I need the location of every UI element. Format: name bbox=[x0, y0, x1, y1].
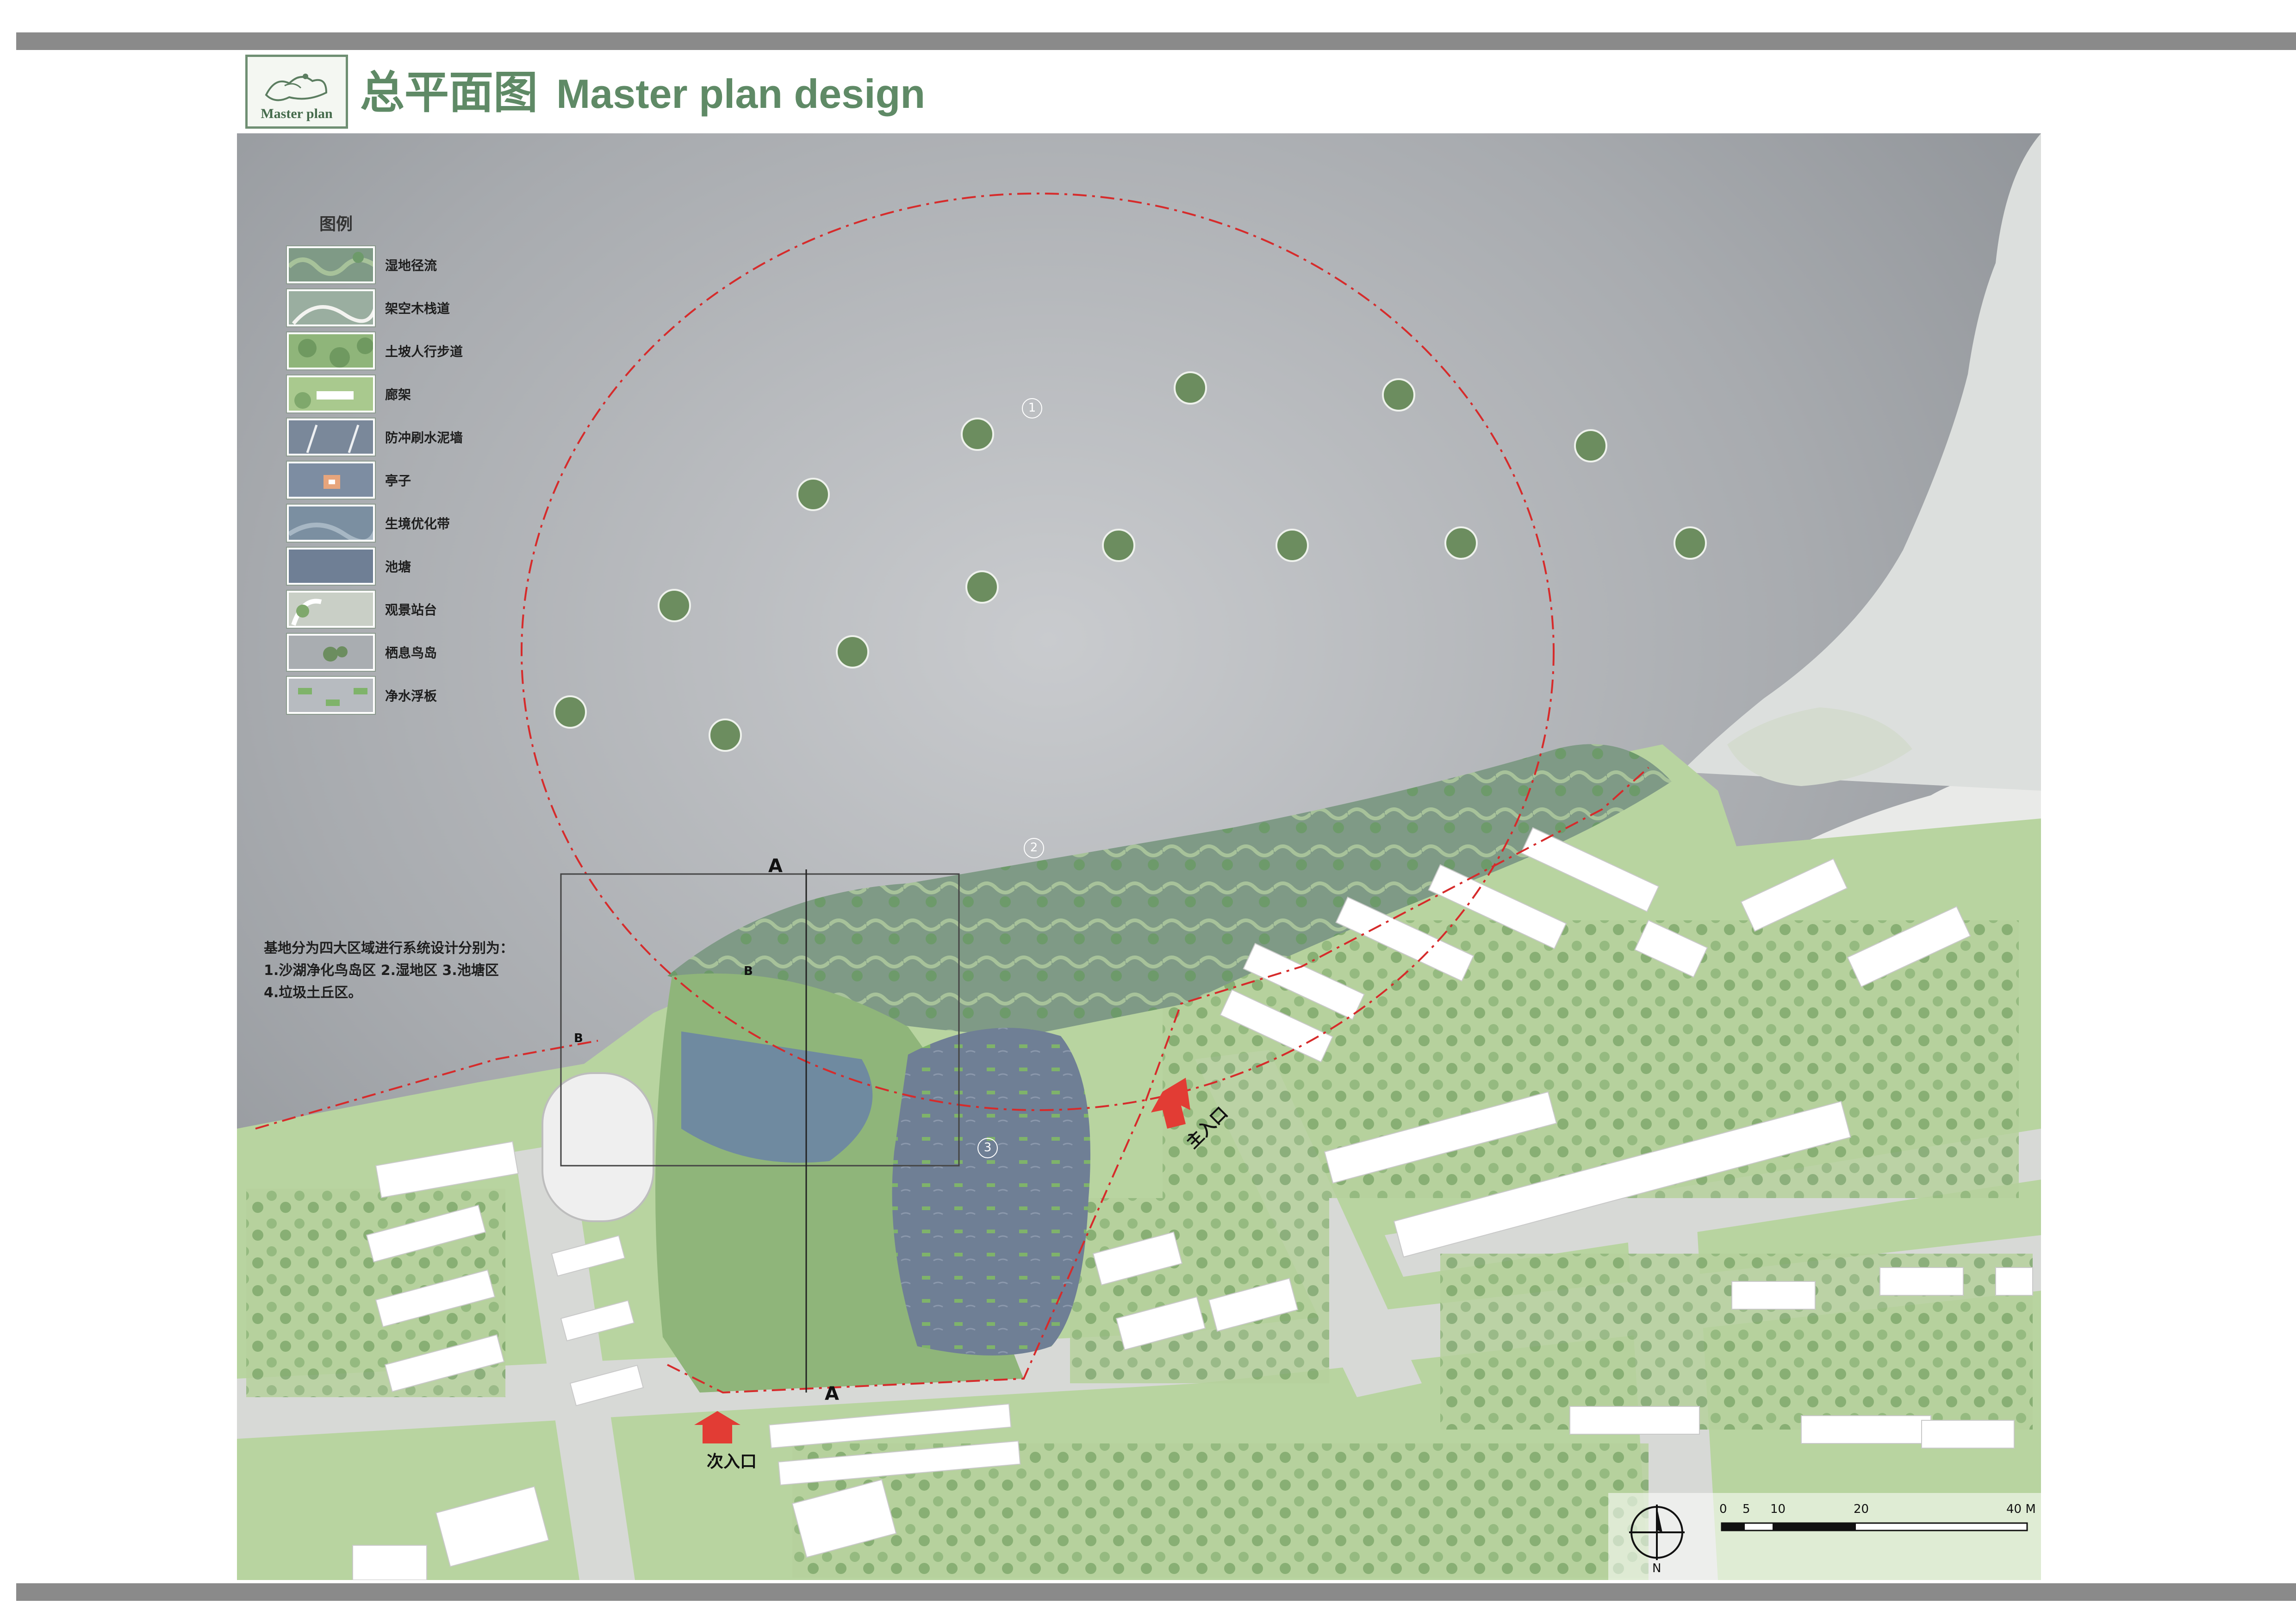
legend-item: 池塘 bbox=[287, 544, 528, 587]
legend-item: 生境优化带 bbox=[287, 501, 528, 544]
site-boundary-west bbox=[255, 1040, 598, 1130]
legend: 图例 湿地径流 架空木栈道 土坡人行步道 廊架 防冲刷水泥墙 亭子 bbox=[287, 211, 528, 717]
west-road bbox=[515, 1143, 635, 1580]
west-pond bbox=[681, 1031, 873, 1163]
running-track bbox=[541, 1072, 654, 1222]
wetland-runoff-swatch bbox=[287, 246, 375, 283]
zoning-note-line: 4.垃圾土丘区。 bbox=[264, 985, 362, 1001]
legend-label: 净水浮板 bbox=[385, 688, 437, 704]
legend-label: 池塘 bbox=[385, 559, 411, 575]
pond-swatch bbox=[287, 547, 375, 585]
scale-tick: 10 bbox=[1770, 1502, 1786, 1516]
secondary-entrance-label: 次入口 bbox=[707, 1452, 757, 1471]
legend-label: 观景站台 bbox=[385, 602, 437, 618]
logo-label: Master plan bbox=[261, 106, 333, 121]
east-shore-park bbox=[1727, 707, 1912, 786]
legend-label: 土坡人行步道 bbox=[385, 344, 463, 359]
master-plan-logo: Master plan bbox=[245, 55, 348, 129]
top-border-bar bbox=[16, 32, 2296, 50]
legend-label: 栖息鸟岛 bbox=[385, 645, 437, 661]
secondary-entrance-arrow bbox=[694, 1411, 740, 1443]
wetland-zone bbox=[667, 744, 1672, 1036]
north-label: N bbox=[1652, 1562, 1661, 1575]
zoning-note: 基地分为四大区域进行系统设计分别为： 1.沙湖净化鸟岛区 2.湿地区 3.池塘区… bbox=[264, 937, 588, 1004]
legend-item: 亭子 bbox=[287, 458, 528, 501]
legend-item: 防冲刷水泥墙 bbox=[287, 415, 528, 458]
legend-label: 架空木栈道 bbox=[385, 300, 450, 316]
pergola-swatch bbox=[287, 375, 375, 412]
legend-label: 生境优化带 bbox=[385, 516, 450, 531]
scale-tick: 0 bbox=[1719, 1502, 1727, 1516]
viewing-platform-swatch bbox=[287, 590, 375, 628]
zone-number-2: 2 bbox=[1024, 838, 1044, 858]
page-title-en: Master plan design bbox=[556, 71, 926, 117]
bird-island-swatch bbox=[287, 633, 375, 671]
scale-tick: 40 M bbox=[2006, 1502, 2036, 1516]
section-mark-b-top: B bbox=[744, 964, 753, 978]
site-outline-icon bbox=[265, 74, 328, 101]
north-arrow-icon bbox=[1629, 1505, 1685, 1560]
scale-bar bbox=[1721, 1522, 2028, 1531]
scale-ticks: 0 5 10 20 40 M bbox=[1719, 1498, 2043, 1516]
elevated-boardwalk-swatch bbox=[287, 289, 375, 326]
legend-item: 土坡人行步道 bbox=[287, 329, 528, 372]
pavilion-swatch bbox=[287, 461, 375, 499]
legend-item: 廊架 bbox=[287, 372, 528, 415]
east-shoreline bbox=[1681, 133, 2041, 791]
habitat-zone-swatch bbox=[287, 504, 375, 542]
legend-label: 亭子 bbox=[385, 473, 411, 488]
pond-zone bbox=[892, 1028, 1090, 1355]
zoning-note-line: 1.沙湖净化鸟岛区 2.湿地区 3.池塘区 bbox=[264, 962, 499, 979]
zone-number-1: 1 bbox=[1022, 398, 1042, 418]
scale-and-north: N 0 5 10 20 40 M bbox=[1608, 1493, 2053, 1581]
site-plan-drawing bbox=[237, 133, 2041, 1580]
legend-title: 图例 bbox=[319, 215, 353, 234]
legend-item: 栖息鸟岛 bbox=[287, 631, 528, 674]
legend-label: 廊架 bbox=[385, 387, 411, 402]
page-title: 总平面图 Master plan design bbox=[360, 56, 925, 121]
floating-board-swatch bbox=[287, 676, 375, 714]
page-title-cn: 总平面图 bbox=[360, 67, 538, 119]
section-mark-a-top: A bbox=[768, 856, 783, 877]
scale-tick: 20 bbox=[1854, 1502, 1869, 1516]
project-boundary-circle bbox=[521, 193, 1555, 1111]
buildings bbox=[352, 827, 2033, 1580]
bird-islands bbox=[554, 371, 1707, 752]
master-plan-map: 1 2 3 A A B B 次入口 主入口 bbox=[237, 133, 2041, 1580]
site-boundary-line bbox=[667, 767, 1649, 1394]
legend-item: 观景站台 bbox=[287, 587, 528, 631]
scale-tick: 5 bbox=[1742, 1502, 1750, 1516]
section-mark-b-bottom: B bbox=[574, 1031, 583, 1045]
legend-item: 架空木栈道 bbox=[287, 286, 528, 329]
anti-scour-wall-swatch bbox=[287, 418, 375, 456]
legend-item: 净水浮板 bbox=[287, 674, 528, 717]
section-mark-a-bottom: A bbox=[825, 1383, 839, 1405]
main-entrance-arrow bbox=[1151, 1078, 1190, 1129]
zone-number-3: 3 bbox=[977, 1138, 998, 1158]
legend-label: 防冲刷水泥墙 bbox=[385, 430, 463, 445]
legend-item: 湿地径流 bbox=[287, 243, 528, 286]
detail-frame bbox=[560, 873, 960, 1167]
legend-label: 湿地径流 bbox=[385, 257, 437, 273]
earth-slope-path-swatch bbox=[287, 332, 375, 369]
bottom-border-bar bbox=[16, 1583, 2296, 1601]
zoning-note-line: 基地分为四大区域进行系统设计分别为： bbox=[264, 940, 514, 956]
